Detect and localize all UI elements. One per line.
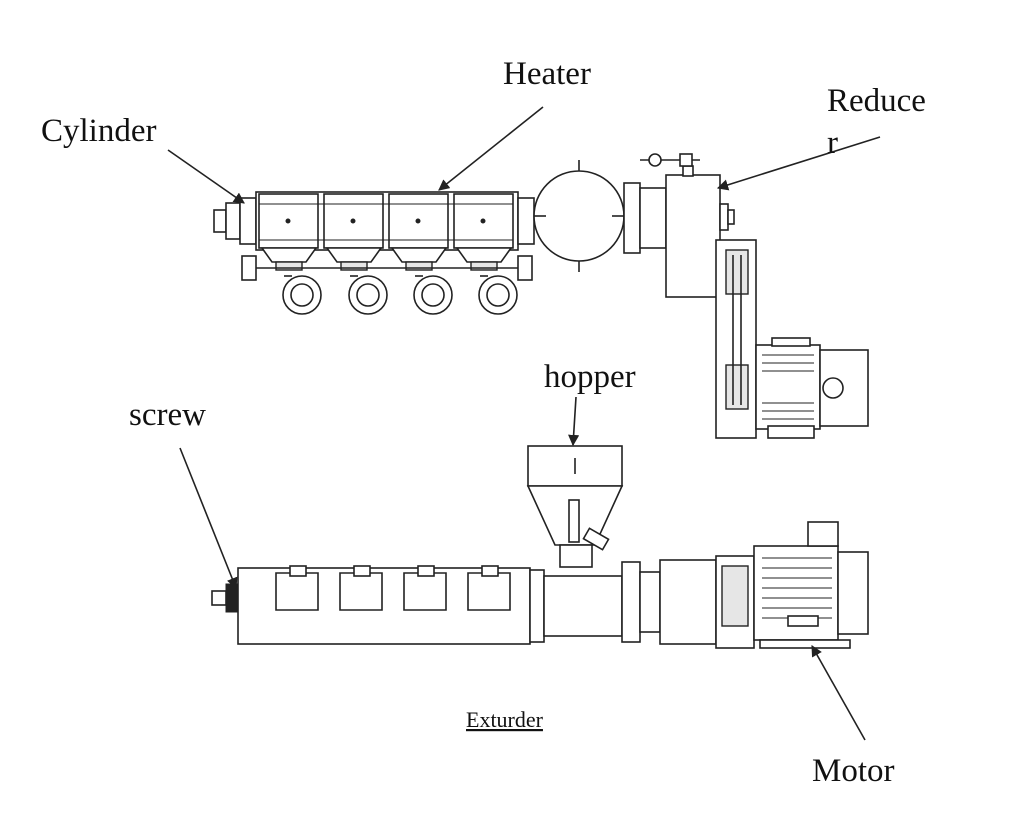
motor-arrow xyxy=(811,645,866,741)
diagram-caption: Exturder xyxy=(466,707,544,732)
reducer-arrow xyxy=(716,136,881,191)
screw-label: screw xyxy=(129,397,206,433)
heater-arrow xyxy=(438,106,544,191)
side-view-assembly xyxy=(211,445,869,649)
barrel xyxy=(237,565,623,645)
cylinder-end xyxy=(213,197,257,245)
reducer-label-line2: r xyxy=(827,125,838,161)
top-motor xyxy=(755,337,869,439)
feed-housing xyxy=(533,160,625,272)
feed-hopper xyxy=(526,445,624,568)
cylinder-arrow xyxy=(167,149,245,204)
motor-label: Motor xyxy=(812,753,895,789)
cylinder-label: Cylinder xyxy=(41,113,156,149)
top-view-assembly xyxy=(213,153,869,439)
extruder-motor xyxy=(753,521,869,649)
reducer-label-line1: Reduce xyxy=(827,83,926,119)
hopper-label: hopper xyxy=(544,359,636,395)
coupling xyxy=(621,555,755,649)
heater-label: Heater xyxy=(503,56,591,92)
annotation-arrows xyxy=(167,106,881,741)
hopper-arrow xyxy=(568,396,580,447)
belt-guard xyxy=(715,239,757,439)
reducer-gearbox xyxy=(623,153,735,298)
cooling-hoppers xyxy=(241,247,533,281)
screw-arrow xyxy=(179,447,238,590)
cooling-fans xyxy=(282,275,518,315)
heater-bands xyxy=(255,191,535,251)
